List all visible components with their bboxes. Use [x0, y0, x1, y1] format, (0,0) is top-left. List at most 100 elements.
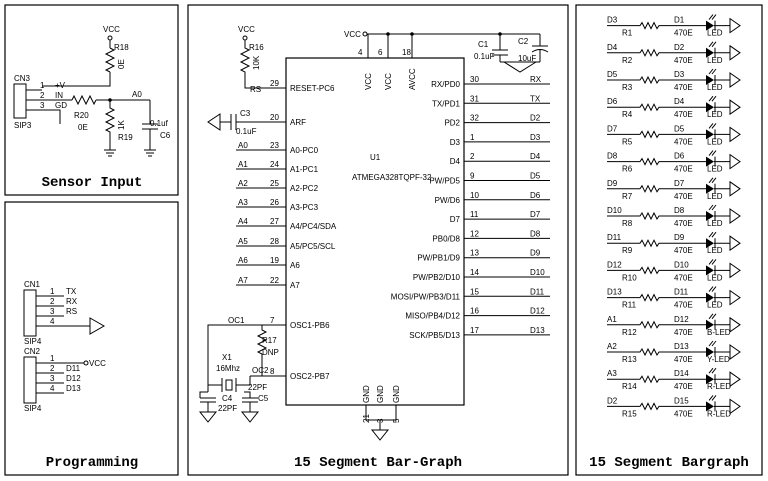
resistor-symbol [607, 402, 706, 411]
resistor-symbol [607, 75, 706, 85]
mcu-right-pin-name: D4 [450, 157, 461, 166]
led-emission-icon [708, 95, 730, 113]
bargraph-led-panel [575, 4, 763, 476]
mcu-right-pin-name: SCK/PB5/D13 [409, 331, 460, 340]
led-emission-icon [708, 286, 730, 303]
connector-pin-signal: D11 [66, 364, 81, 373]
mcu-left-pin-name: A2-PC2 [290, 184, 319, 193]
led-label: LED [707, 56, 723, 65]
connector-pin-signal: TX [66, 287, 77, 296]
cn1-label: CN1 [24, 280, 41, 289]
resistor-ref: R13 [622, 355, 637, 364]
mcu-left-pin-number: 23 [270, 141, 279, 150]
mcu-top-pin-name: VCC [384, 73, 393, 90]
connector-pin-signal: D13 [66, 384, 81, 393]
mcu-right-pin-net: D4 [530, 152, 541, 161]
mcu-left-pin-net: A6 [238, 256, 248, 265]
svg-text:1: 1 [40, 81, 45, 90]
mcu-right-pin-number: 12 [470, 229, 479, 238]
resistor-value: 470E [674, 409, 693, 418]
ground-arrow-icon [729, 316, 741, 333]
led-emission-icon [708, 367, 730, 385]
mcu-right-pin-number: 2 [470, 152, 475, 161]
resistor-value: 470E [674, 382, 693, 391]
mcu-right-pin-number: 13 [470, 249, 479, 258]
mcu-right-pin-number: 30 [470, 75, 479, 84]
diode-ref: D5 [674, 124, 685, 133]
ground-arrow-icon [729, 153, 741, 170]
c6-value: 0.1uf [150, 119, 169, 128]
diode-ref: D13 [674, 342, 689, 351]
c4-label: C4 [222, 394, 233, 403]
programming-panel [4, 201, 179, 476]
ground-arrow-icon [729, 180, 741, 197]
svg-text:VCC: VCC [238, 25, 255, 34]
diode-ref: D7 [674, 179, 685, 188]
mcu-right-pin-number: 9 [470, 172, 475, 181]
resistor-value: 470E [674, 219, 693, 228]
c4-value: 22PF [218, 404, 237, 413]
mcu-bottom-pin-name: GND [392, 385, 401, 403]
diode-ref: D3 [674, 70, 685, 79]
resistor-ref: R8 [622, 219, 633, 228]
connector-pin-number: 3 [50, 374, 55, 383]
mcu-right-pin-net: D3 [530, 133, 541, 142]
diode-ref: D11 [674, 288, 689, 297]
resistor-ref: R2 [622, 56, 633, 65]
led-net-label: D7 [607, 124, 618, 133]
connector-pin-number: 3 [50, 307, 55, 316]
mcu-right-pin-name: D7 [450, 215, 461, 224]
mcu-bottom-pin-number: 3 [376, 418, 385, 423]
x1-value: 16Mhz [216, 364, 240, 373]
connector-pin-number: 2 [50, 364, 55, 373]
resistor-symbol [607, 347, 706, 357]
cn2-vcc-label: VCC [89, 359, 106, 368]
mcu-body [285, 57, 465, 406]
led-diode-icon [706, 211, 714, 221]
connector-pin-number: 4 [50, 317, 55, 326]
diode-ref: D8 [674, 206, 685, 215]
mcu-left-pin-name: OSC2-PB7 [290, 372, 330, 381]
svg-text:RS: RS [250, 85, 261, 94]
oc1-label: OC1 [228, 316, 245, 325]
c5-value: 22PF [248, 383, 267, 392]
mcu-right-pin-net: D6 [530, 191, 541, 200]
sensor-input-title: Sensor Input [42, 175, 143, 191]
mcu-right-pin-net: D11 [530, 287, 545, 296]
c5-label: C5 [258, 394, 269, 403]
cn3-connector [13, 83, 27, 119]
mcu-right-pin-name: PD2 [444, 119, 460, 128]
mcu-left-pin-name: A6 [290, 261, 300, 270]
resistor-value: 470E [674, 273, 693, 282]
led-diode-icon [706, 156, 714, 167]
led-label: LED [707, 219, 723, 228]
led-diode-icon [706, 102, 714, 113]
mcu-left-pin-name: ARF [290, 118, 306, 127]
oc2-label: OC2 [252, 366, 269, 375]
connector-pin-signal: RX [66, 297, 78, 306]
cn3-label: CN3 [14, 74, 31, 83]
led-emission-icon [708, 204, 730, 221]
led-emission-icon [708, 313, 730, 330]
mcu-right-pin-number: 32 [470, 114, 479, 123]
r16-label: R16 [249, 43, 264, 52]
resistor-symbol [607, 103, 706, 112]
mcu-right-pin-number: 11 [470, 210, 479, 219]
led-net-label: D3 [607, 16, 618, 25]
mcu-right-pin-number: 17 [470, 326, 479, 335]
mcu-left-pin-number: 26 [270, 198, 279, 207]
mcu-left-pin-number: 24 [270, 160, 279, 169]
x1-label: X1 [222, 353, 232, 362]
cn2-sip-label: SIP4 [24, 404, 42, 413]
ground-arrow-icon [729, 235, 741, 252]
resistor-symbol [607, 266, 706, 275]
